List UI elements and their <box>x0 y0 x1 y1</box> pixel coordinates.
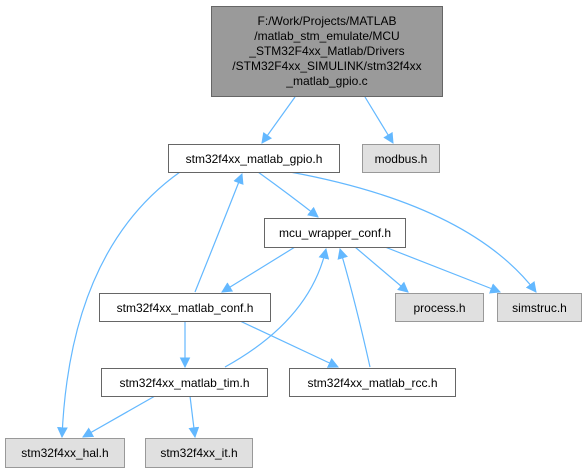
root-line-5: _matlab_gpio.c <box>286 74 368 88</box>
edge-root-to-modbus-h <box>364 96 394 144</box>
edge-gpio-to-hal <box>57 171 181 439</box>
node-label: stm32f4xx_matlab_rcc.h <box>307 375 438 390</box>
root-line-1: F:/Work/Projects/MATLAB <box>257 14 397 28</box>
edge-root-to-gpio-h <box>261 96 296 144</box>
edge-mcu-wrapper-to-conf <box>221 246 296 293</box>
edge-mcu-wrapper-to-process <box>354 246 409 293</box>
node-process-h[interactable]: process.h <box>395 293 484 322</box>
node-label: modbus.h <box>374 151 428 166</box>
root-line-3: _STM32F4xx_Matlab/Drivers <box>249 44 405 58</box>
edge-tim-to-it <box>188 395 200 439</box>
node-label: simstruc.h <box>512 300 567 315</box>
node-simstruc-h[interactable]: simstruc.h <box>497 293 582 322</box>
node-label: stm32f4xx_matlab_tim.h <box>119 375 250 390</box>
node-label: stm32f4xx_matlab_conf.h <box>116 300 254 315</box>
edge-tim-to-hal <box>82 395 156 438</box>
edge-conf-to-rcc <box>239 320 339 368</box>
node-stm32f4xx-matlab-tim-h[interactable]: stm32f4xx_matlab_tim.h <box>101 368 268 397</box>
edge-conf-to-gpio <box>194 172 244 293</box>
edge-gpio-to-mcu-wrapper <box>257 171 319 218</box>
node-stm32f4xx-matlab-conf-h[interactable]: stm32f4xx_matlab_conf.h <box>99 293 271 322</box>
node-label: stm32f4xx_hal.h <box>21 446 109 460</box>
root-line-4: /STM32F4xx_SIMULINK/stm32f4xx <box>232 59 422 73</box>
root-file-node[interactable]: F:/Work/Projects/MATLAB /matlab_stm_emul… <box>211 6 443 97</box>
edge-mcu-wrapper-to-simstruc <box>384 246 502 294</box>
edge-tim-to-mcu-wrapper <box>224 247 330 368</box>
node-stm32f4xx-it-h[interactable]: stm32f4xx_it.h <box>145 438 253 468</box>
node-label: stm32f4xx_matlab_gpio.h <box>185 151 323 166</box>
node-modbus-h[interactable]: modbus.h <box>362 144 440 173</box>
edge-rcc-to-mcu-wrapper <box>337 247 371 368</box>
root-line-2: /matlab_stm_emulate/MCU <box>254 29 400 43</box>
node-stm32f4xx-matlab-gpio-h[interactable]: stm32f4xx_matlab_gpio.h <box>168 144 340 173</box>
node-stm32f4xx-hal-h[interactable]: stm32f4xx_hal.h <box>5 438 125 468</box>
edge-gpio-to-simstruc <box>289 171 537 293</box>
node-label: mcu_wrapper_conf.h <box>278 226 392 240</box>
node-label: process.h <box>413 300 466 315</box>
node-mcu-wrapper-conf-h[interactable]: mcu_wrapper_conf.h <box>264 218 406 248</box>
node-label: stm32f4xx_it.h <box>160 446 238 460</box>
node-stm32f4xx-matlab-rcc-h[interactable]: stm32f4xx_matlab_rcc.h <box>289 368 456 397</box>
